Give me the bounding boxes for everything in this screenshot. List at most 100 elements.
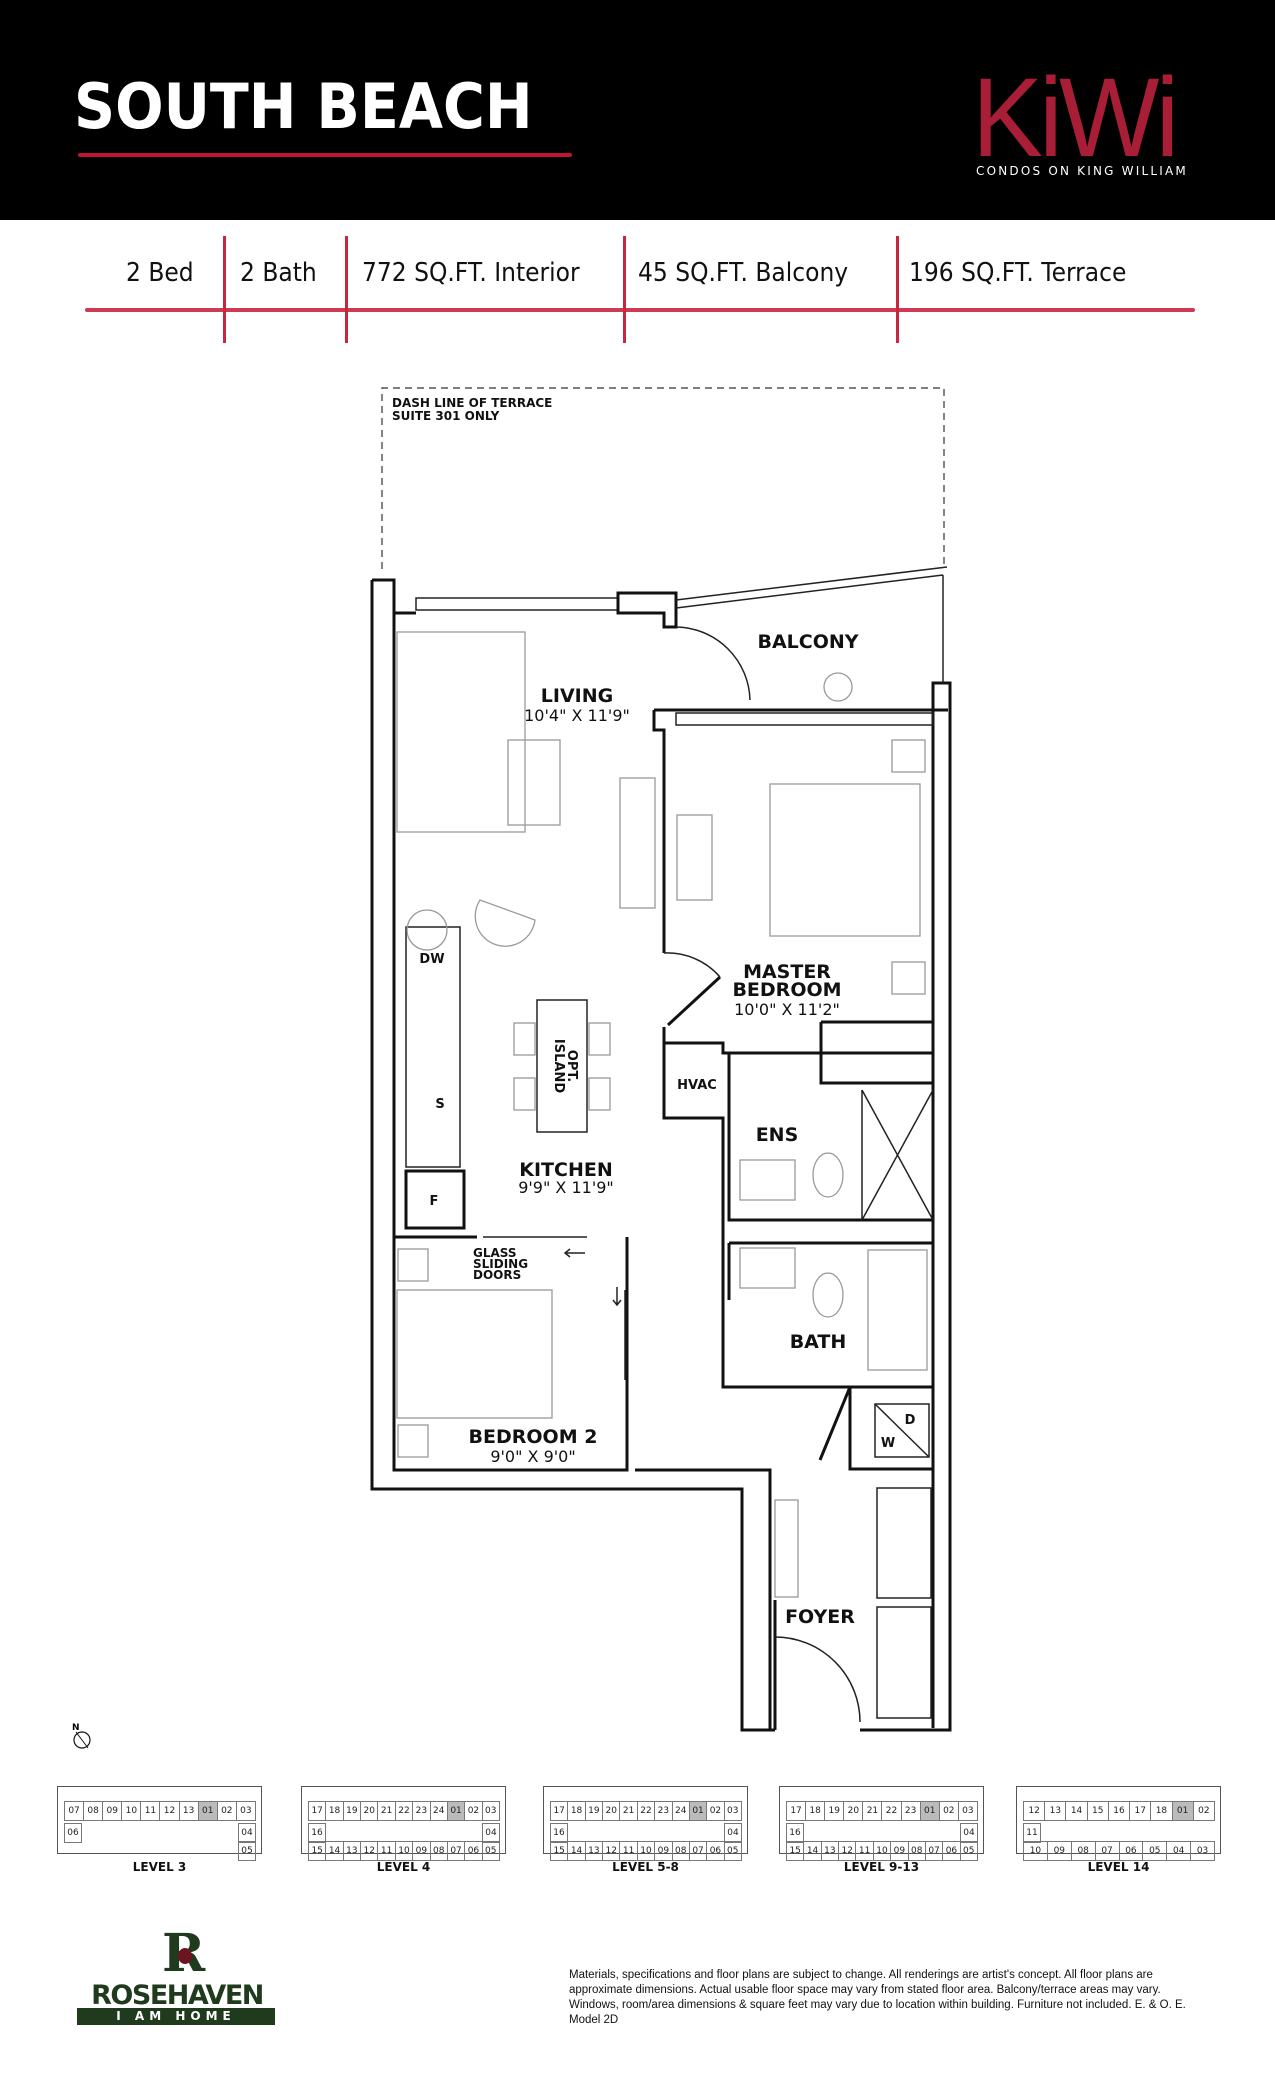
unit-cell: 21 [619,1801,638,1821]
room-master: BEDROOM [732,979,841,1001]
spec-baths: 2 Bath [240,258,317,288]
room-hvac: HVAC [677,1078,717,1093]
unit-cell: 17 [308,1801,327,1821]
unit-cell: 13 [178,1801,199,1821]
builder-name: ROSEHAVEN [91,1980,264,2011]
unit-cell: 13 [342,1841,362,1861]
unit-cell: 22 [636,1801,656,1821]
key-plan-row: 11 [1023,1823,1214,1843]
room-ens: ENS [756,1124,799,1146]
unit-cell: 12 [838,1841,857,1861]
arrow-down-icon [612,1287,622,1307]
spec-underline [85,308,1195,312]
unit-cell: 01 [446,1801,466,1821]
unit-cell: 01 [1171,1801,1194,1821]
unit-cell: 06 [464,1841,483,1861]
header: SOUTH BEACH KiWi CONDOS ON KING WILLIAM [0,0,1275,220]
unit-cell: 09 [1046,1841,1072,1861]
unit-cell: 09 [654,1841,673,1861]
unit-cell: 02 [216,1801,237,1821]
room-kitchen: KITCHEN [519,1159,612,1181]
unit-cell: 13 [820,1841,840,1861]
room-bath: BATH [790,1331,847,1353]
unit-cell: 15 [550,1841,569,1861]
sliding-doors-label: GLASS [473,1246,517,1260]
unit-cell: 24 [671,1801,690,1821]
unit-cell: 07 [446,1841,466,1861]
unit-cell: 01 [197,1801,218,1821]
room-kitchen-dims: 9'9" X 11'9" [518,1178,614,1197]
spec-beds: 2 Bed [126,258,194,288]
unit-cell: 10 [394,1841,414,1861]
unit-cell: 05 [481,1841,500,1861]
kiwi-logo: KiWi [972,55,1179,180]
unit-cell: 15 [786,1841,805,1861]
unit-cell: 24 [429,1801,448,1821]
unit-cell: 09 [102,1801,123,1821]
key-plan-label: LEVEL 4 [376,1860,431,1874]
unit-cell: 19 [342,1801,362,1821]
key-plan-label: LEVEL 9-13 [843,1860,920,1874]
walls [370,566,952,1732]
unit-cell: 14 [567,1841,586,1861]
unit-cell: 08 [907,1841,926,1861]
room-bedroom2: BEDROOM 2 [469,1426,598,1448]
unit-cell: 04 [1166,1841,1192,1861]
room-bedroom2-dims: 9'0" X 9'0" [490,1447,575,1466]
kitchen-counter [405,926,461,1168]
unit-cell: 23 [412,1801,431,1821]
unit-cell: 10 [872,1841,892,1861]
unit-cell: 11 [619,1841,638,1861]
key-plan-label: LEVEL 3 [132,1860,187,1874]
terrace-outline [381,387,945,569]
unit-cell: 11 [377,1841,396,1861]
unit-cell: 17 [786,1801,807,1821]
island-label: OPT. [564,1050,579,1082]
unit-cell: 03 [723,1801,742,1821]
window [675,712,934,726]
key-plan-label: LEVEL 14 [1087,1860,1150,1874]
spec-divider [623,236,626,343]
unit-cell: 08 [671,1841,690,1861]
unit-cell: 04 [960,1823,978,1843]
svg-text:N: N [72,1723,80,1733]
spec-bar: 2 Bed 2 Bath 772 SQ.FT. Interior 45 SQ.F… [0,228,1275,348]
unit-cell: 02 [706,1801,725,1821]
key-plan-label: LEVEL 5-8 [612,1860,679,1874]
unit-cell: 11 [855,1841,874,1861]
unit-cell: 05 [959,1841,978,1861]
window [415,597,619,611]
dishwasher-label: DW [419,952,444,967]
fridge [404,1169,466,1230]
unit-cell: 16 [1107,1801,1131,1821]
unit-cell: 07 [924,1841,944,1861]
unit-cell: 06 [942,1841,961,1861]
stove-label: S [435,1097,444,1112]
closet [876,1606,932,1719]
unit-cell: 03 [235,1801,256,1821]
unit-cell: 12 [1023,1801,1046,1821]
room-foyer: FOYER [785,1606,855,1628]
dryer-label: D [905,1413,916,1428]
disclaimer: Materials, specifications and floor plan… [569,1969,1186,2026]
unit-cell: 18 [325,1801,344,1821]
unit-cell: 04 [724,1823,742,1843]
unit-cell: 23 [654,1801,673,1821]
unit-cell: 13 [1044,1801,1067,1821]
unit-cell: 10 [121,1801,142,1821]
unit-cell: 06 [64,1823,82,1843]
builder-tagline: I AM HOME [77,2008,275,2025]
unit-cell: 12 [159,1801,180,1821]
